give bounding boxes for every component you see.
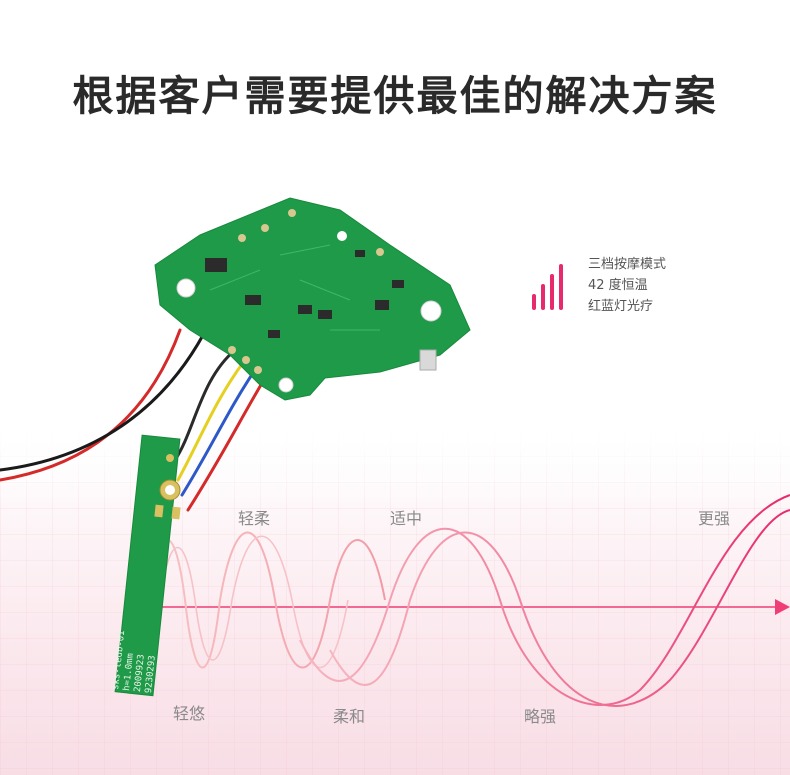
signal-bars-icon [532, 264, 572, 310]
wave-label-gentle: 轻柔 [238, 509, 271, 528]
feature-light-therapy: 红蓝灯光疗 [588, 299, 654, 314]
main-pcb [154, 197, 471, 401]
pcb-label-2: h=1.0mm [122, 653, 136, 692]
intensity-waves [149, 494, 790, 707]
feature-massage-modes: 三档按摩模式 [588, 257, 667, 272]
wave-label-leisurely: 轻悠 [173, 704, 206, 723]
page-title: 根据客户需要提供最佳的解决方案 [72, 72, 718, 120]
feature-list: 三档按摩模式 42 度恒温 红蓝灯光疗 [588, 254, 666, 317]
axis-arrow [150, 599, 790, 615]
wave-label-soft: 柔和 [333, 707, 366, 726]
wave-label-slightly-strong: 略强 [524, 707, 557, 726]
pcb-label-3: 2009923 [133, 654, 147, 693]
wave-label-moderate: 适中 [390, 509, 423, 528]
small-pcb: sks-ledb-01 h=1.0mm 2009923 9230293 [111, 434, 181, 697]
wave-label-stronger: 更强 [698, 509, 731, 528]
pcb-label-4: 9230293 [144, 655, 158, 694]
feature-constant-temperature: 42 度恒温 [588, 278, 648, 293]
